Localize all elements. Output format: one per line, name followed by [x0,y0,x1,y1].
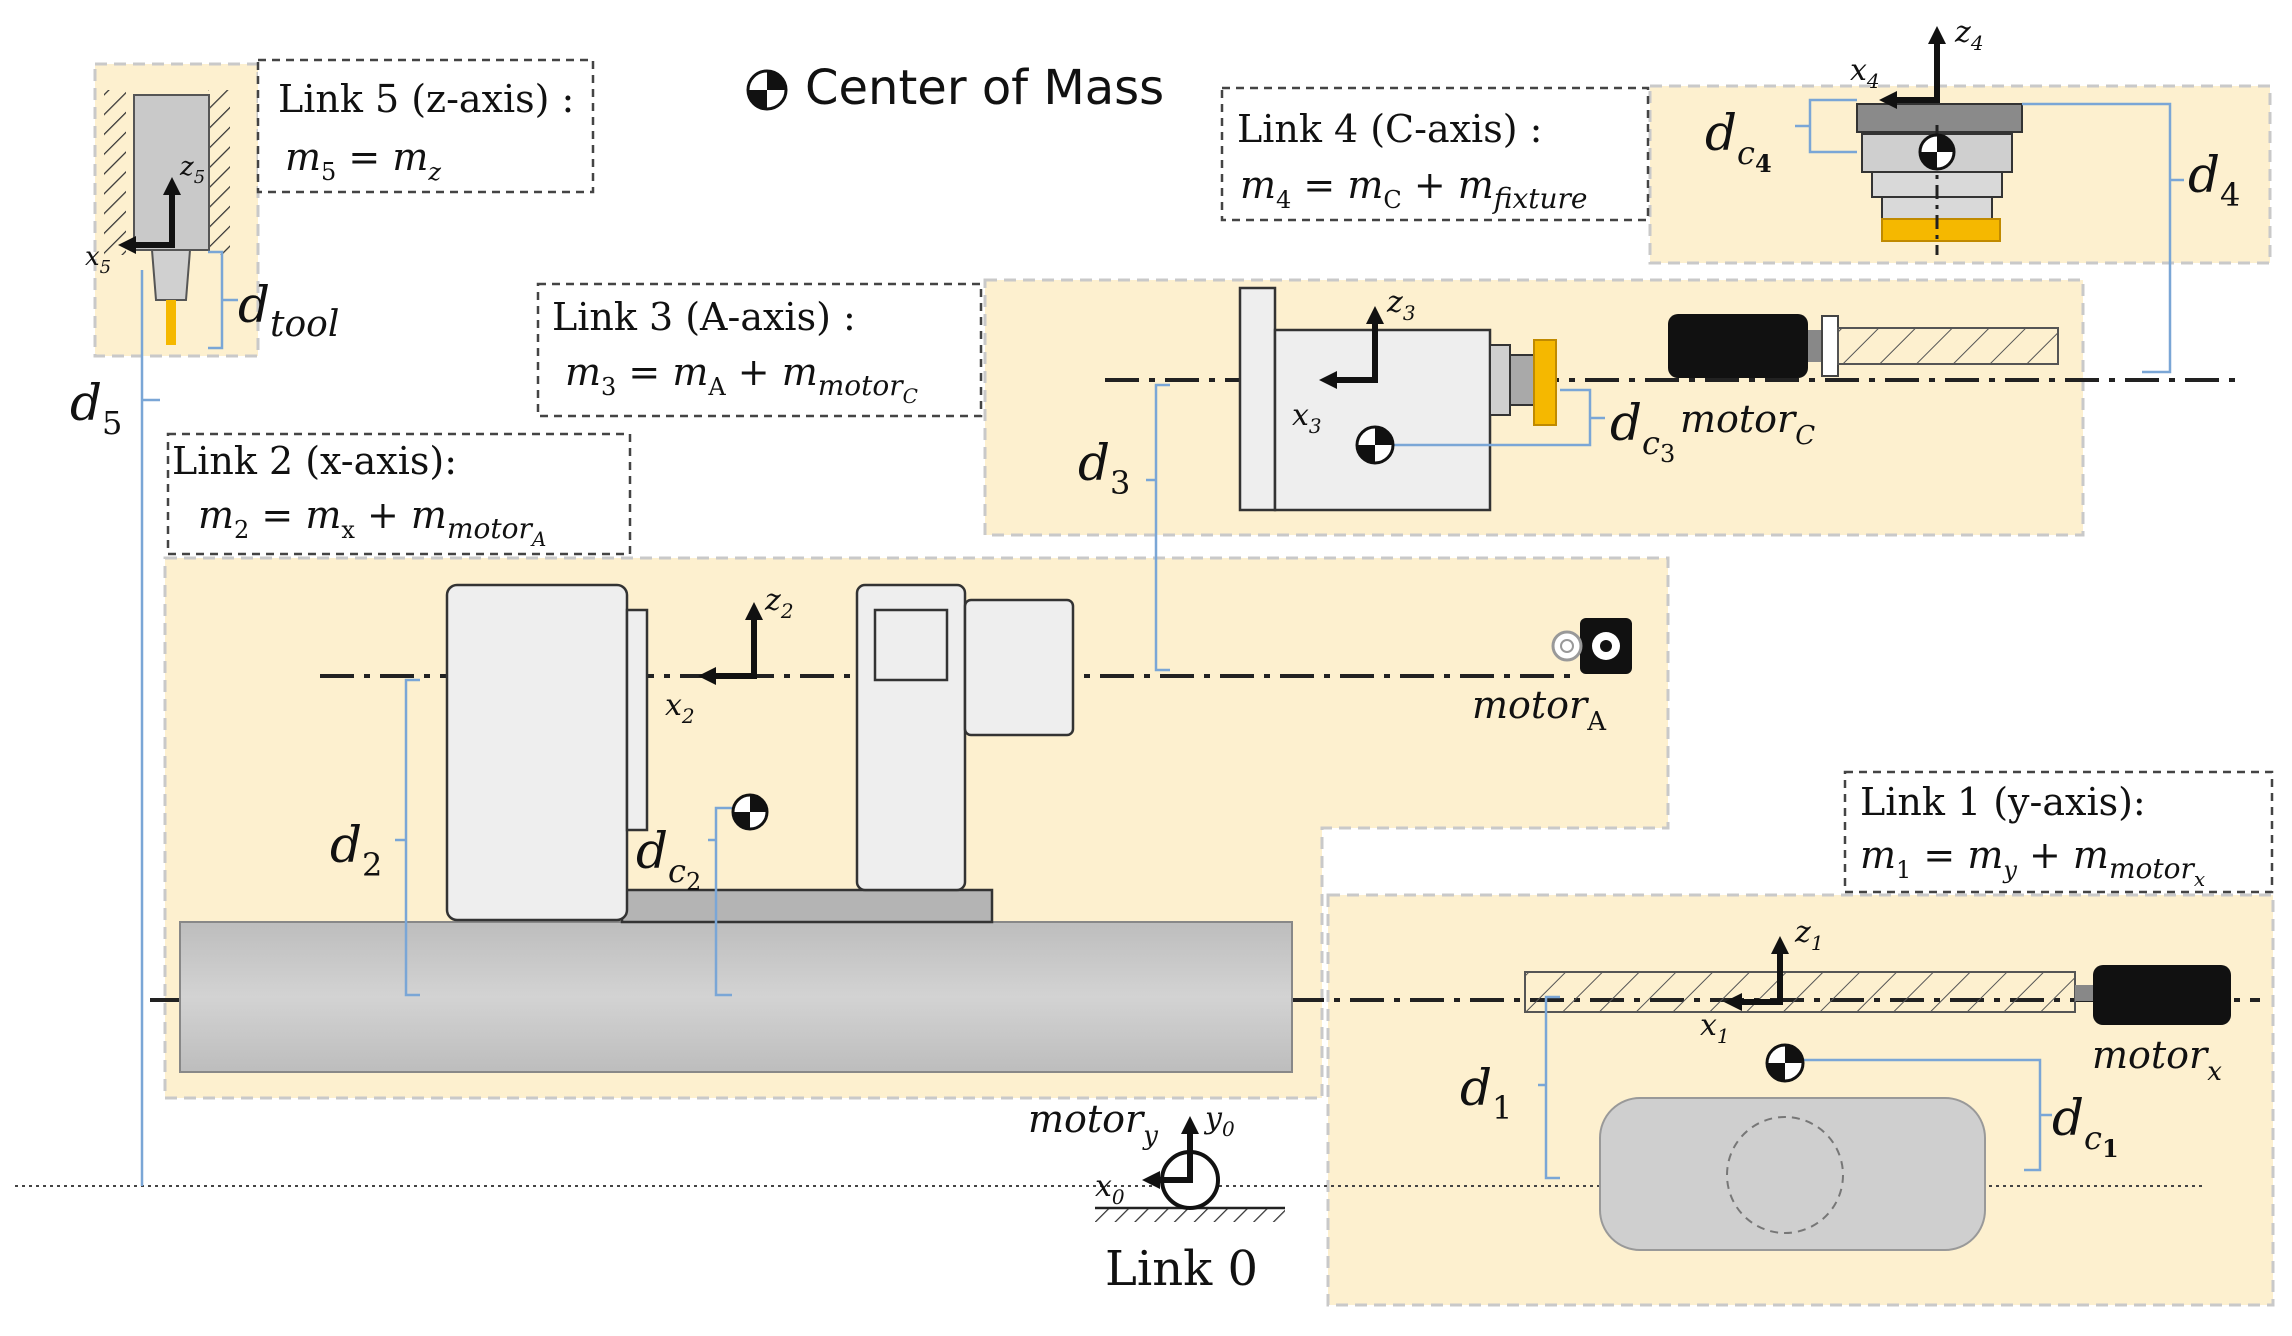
motor-c-coupler [1808,330,1822,362]
carriage-plate [620,888,994,924]
frame-1-x-label: x1 [1700,1008,1730,1048]
frame-1-icon [1724,936,1789,1011]
dtool-label: dtool [238,276,339,345]
z-axis-wall-left [104,90,126,255]
motor-x-body [2093,965,2231,1025]
link3-equation: m3 = mA + mmotorC [565,350,918,408]
d5-label: d5 [70,374,122,442]
link2-label-box: Link 2 (x-axis): m2 = mx + mmotorA [166,432,632,556]
frame-1-z-label: z1 [1794,915,1824,955]
frame-0-x-label: x0 [1095,1169,1125,1209]
frame-0-icon [1142,1116,1199,1189]
ground-hatch [1095,1208,1285,1222]
frame-2-z-label: z2 [764,583,794,623]
z-axis-tool-holder [150,249,192,301]
center-of-mass-link1-icon [1765,1043,1805,1083]
a-axis-faceplate [1238,286,1277,512]
center-of-mass-link4-icon [1918,133,1956,171]
a-axis-right-box [963,598,1075,737]
d2-bracket [395,678,420,997]
a-axis-left-flange [625,608,649,832]
dc2-label: dc2 [636,822,701,896]
a-axis-gear [1533,339,1557,426]
frame-5-z-label: z5 [179,152,205,188]
link0-title: Link 0 [1105,1241,1258,1297]
a-axis-left-housing [445,583,629,922]
frame-2-icon [698,602,763,685]
link4-label-box: Link 4 (C-axis) : m4 = mC + mfixture [1220,86,1650,222]
dc4-bracket [1795,98,1857,154]
a-axis-body [1273,328,1492,512]
d2-label: d2 [330,816,382,884]
frame-5-icon [118,177,181,254]
link2-equation: m2 = mx + mmotorA [198,493,546,551]
motor-y-label: motory [1028,1097,1158,1151]
frame-4-x-label: x4 [1850,53,1880,93]
dc3-bracket [1375,388,1605,447]
frame-4-z-label: z4 [1954,15,1984,55]
link5-label-box: Link 5 (z-axis) : m5 = mz [256,58,595,194]
a-axis-shaft-collar [1489,344,1511,416]
a-axis-right-window [873,608,949,682]
motor-x-label: motorx [2092,1033,2222,1087]
d1-bracket [1538,995,1560,1180]
frame-4-icon [1879,26,1946,109]
dc2-bracket [708,806,732,997]
dc1-label: dc1 [2052,1089,2119,1163]
motor-c-leadscrew [1837,327,2059,365]
frame-2-x-label: x2 [665,688,695,728]
center-of-mass-icon [746,69,788,111]
link2-title: Link 2 (x-axis): [172,439,457,483]
c-axis-top-plate [1856,103,2023,133]
legend-text: Center of Mass [805,60,1164,116]
frame-0-y-label: y0 [1203,1101,1235,1141]
d4-label: d4 [2188,146,2240,214]
d1-label: d1 [1460,1059,1512,1127]
link1-title: Link 1 (y-axis): [1860,780,2146,824]
dc1-bracket [1790,1058,2052,1172]
center-of-mass-link2-icon [731,793,769,831]
z-axis-tool [166,300,176,345]
motor-a-icon [1551,618,1632,674]
frame-3-x-label: x3 [1292,398,1322,438]
dc4-label: dc4 [1705,104,1772,178]
center-of-mass-link3-icon [1355,425,1395,465]
motor-a-label: motorA [1472,683,1607,737]
motor-c-body [1668,314,1808,378]
link4-equation: m4 = mC + mfixture [1240,163,1587,215]
link5-title: Link 5 (z-axis) : [278,77,574,121]
z-axis-wall-right [208,90,230,255]
motor-c-label: motorC [1680,397,1815,451]
c-axis-gear [1881,218,2001,242]
frame-3-icon [1319,306,1384,389]
link4-title: Link 4 (C-axis) : [1237,107,1542,151]
frame-5-x-label: x5 [85,242,111,278]
d3-label: d3 [1078,434,1130,502]
a-axis-shaft [1509,354,1535,406]
link1-equation: m1 = my + mmotorx [1860,833,2205,891]
link5-equation: m5 = mz [285,135,441,186]
motor-c-gear [1821,315,1839,377]
d3-bracket [1146,383,1170,672]
link3-label-box: Link 3 (A-axis) : m3 = mA + mmotorC [536,282,983,418]
dc3-label: dc3 [1610,394,1675,468]
dtool-bracket [208,250,238,350]
motor-x-coupler [2075,985,2093,1001]
x-axis-rail [179,921,1293,1073]
y-axis-carriage-circle [1726,1116,1844,1234]
link1-label-box: Link 1 (y-axis): m1 = my + mmotorx [1843,770,2274,894]
y-axis-leadscrew [1524,971,2076,1013]
y-axis-carriage [1599,1097,1986,1251]
d4-bracket [2022,102,2184,374]
frame-3-z-label: z3 [1386,285,1416,325]
link3-title: Link 3 (A-axis) : [552,295,856,339]
